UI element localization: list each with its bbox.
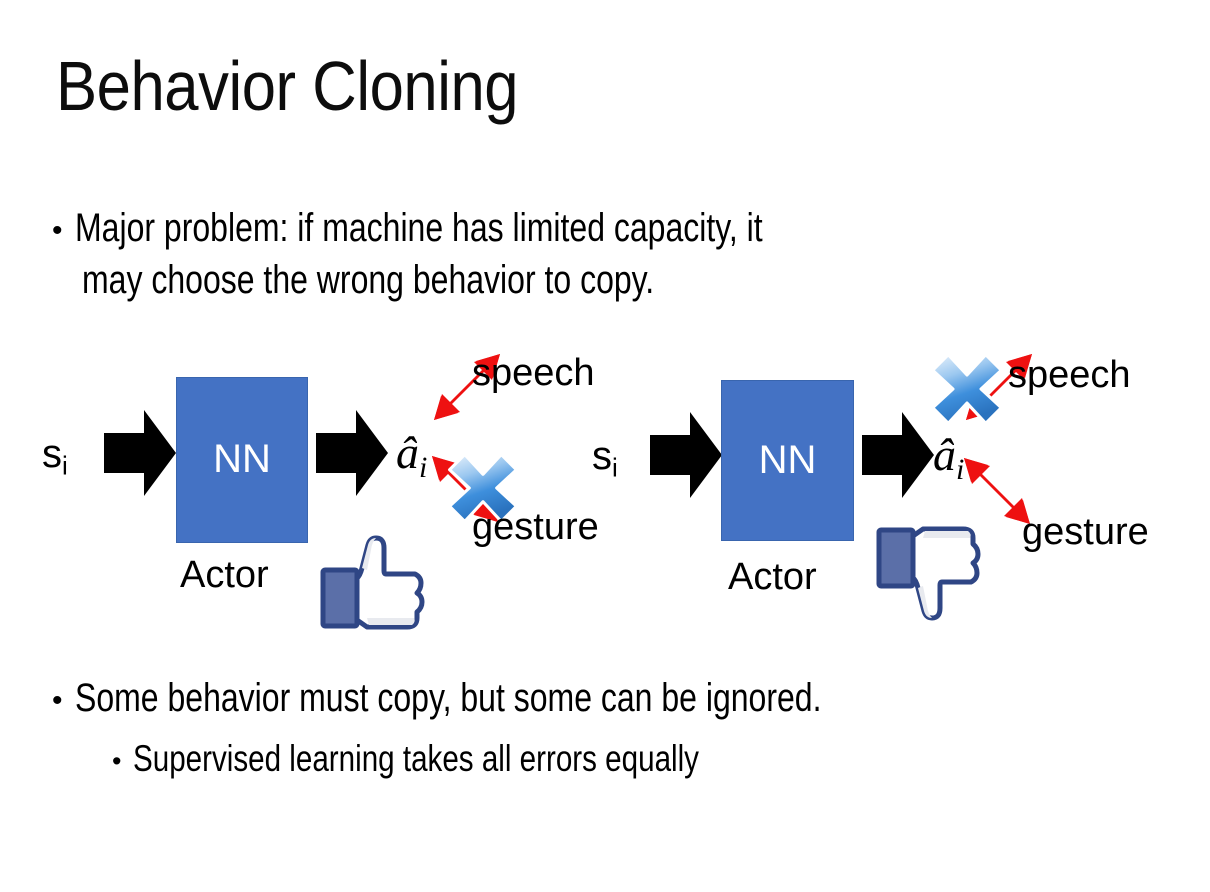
nn-box-label-right: NN [758, 437, 817, 482]
branch-arrow-speech-left [416, 348, 516, 448]
nn-box-right: NN [721, 380, 854, 541]
output-arrow-left [316, 410, 388, 496]
thumbs-down-icon [876, 526, 981, 624]
branch-arrow-gesture-right [948, 450, 1058, 550]
nn-box-left: NN [176, 377, 308, 543]
cross-out-gesture-left [445, 450, 521, 526]
bullet-marker-icon: • [112, 746, 122, 776]
action-label-right: âi [933, 429, 965, 487]
nn-box-label-left: NN [213, 437, 271, 482]
bullet-marker-icon: • [52, 684, 63, 717]
actor-label-left: Actor [180, 554, 269, 596]
input-arrow-right [650, 412, 722, 498]
output-arrow-right [862, 412, 934, 498]
bullet-bottom: • Some behavior must copy, but some can … [52, 672, 1182, 724]
page-title: Behavior Cloning [56, 47, 519, 125]
bullet-top: • Major problem: if machine has limited … [52, 202, 1172, 306]
actor-label-right: Actor [728, 556, 817, 598]
bullet-bottom-text: Some behavior must copy, but some can be… [74, 676, 822, 720]
branch-label-speech-right: speech [1008, 354, 1131, 396]
bullet-top-line1: Major problem: if machine has limited ca… [74, 206, 763, 250]
diagram-right: si NN âi [570, 340, 1190, 640]
bullet-marker-icon: • [52, 214, 63, 247]
diagram-left: si NN âi [20, 340, 620, 640]
state-label-right: si [592, 434, 618, 483]
thumbs-up-icon [320, 532, 425, 630]
branch-label-gesture-left: gesture [472, 506, 599, 548]
action-label-left: âi [396, 427, 428, 485]
cross-out-speech-right [928, 350, 1006, 428]
bullet-sub-text: Supervised learning takes all errors equ… [133, 738, 700, 779]
branch-label-gesture-right: gesture [1022, 511, 1149, 553]
input-arrow-left [104, 410, 176, 496]
bullet-sub: • Supervised learning takes all errors e… [112, 735, 1172, 783]
bullet-top-line2: may choose the wrong behavior to copy. [82, 258, 655, 302]
branch-label-speech-left: speech [472, 352, 595, 394]
state-label-left: si [42, 432, 68, 481]
